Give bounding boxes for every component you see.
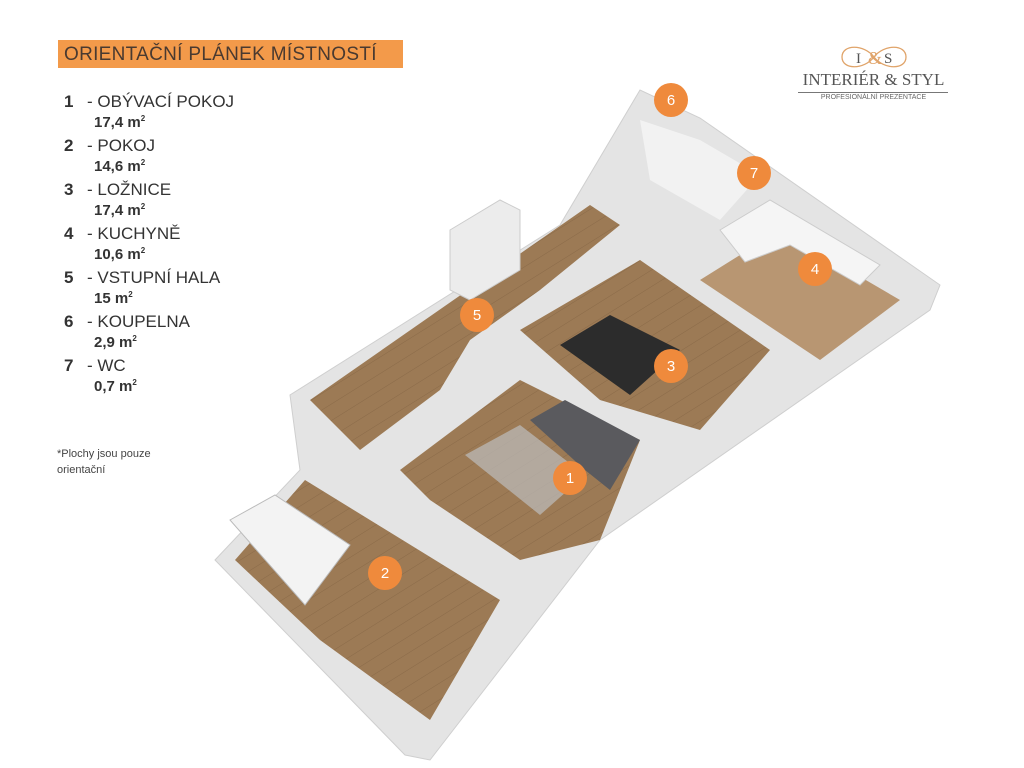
monogram-amp: & [868, 48, 882, 68]
marker-label: 7 [750, 165, 758, 182]
monogram-left: I [856, 51, 861, 67]
page-title: ORIENTAČNÍ PLÁNEK MÍSTNOSTÍ [64, 44, 377, 65]
sofa [530, 400, 640, 490]
area-value: 15 m [94, 290, 129, 307]
monogram-right: S [884, 51, 892, 67]
room-area: 0,7 m2 [94, 378, 137, 395]
area-unit-sup: 2 [132, 334, 137, 343]
room-number: 3 [64, 180, 74, 199]
area-value: 14,6 m [94, 158, 141, 175]
brand-name: INTERIÉR & STYL [802, 70, 945, 89]
marker-label: 2 [381, 565, 389, 582]
area-value: 17,4 m [94, 114, 141, 131]
area-unit-sup: 2 [140, 114, 146, 123]
room-markers: 1 2 3 4 5 6 7 [368, 83, 832, 590]
room-name: - WC [87, 356, 126, 375]
crib [229, 494, 351, 606]
room-area: 17,4 m2 [94, 202, 145, 219]
room-number: 7 [64, 356, 74, 375]
area-value: 17,4 m [94, 202, 141, 219]
brand-tagline: PROFESIONÁLNÍ PREZENTACE [820, 94, 927, 101]
monogram-icon: I & S [841, 46, 907, 68]
kitchen-counter [719, 199, 881, 286]
room-area: 14,6 m2 [94, 158, 145, 175]
room-marker-2[interactable]: 2 [368, 556, 402, 590]
area-value: 2,9 m [94, 334, 133, 351]
room-marker-3[interactable]: 3 [654, 349, 688, 383]
room-number: 1 [64, 92, 74, 111]
rug-living [465, 425, 585, 515]
room-area: 17,4 m2 [94, 114, 145, 131]
room-area: 15 m2 [94, 290, 133, 307]
room-name: - OBÝVACÍ POKOJ [87, 92, 235, 111]
area-unit-sup: 2 [140, 246, 146, 255]
room-marker-7[interactable]: 7 [737, 156, 771, 190]
room-name: - LOŽNICE [87, 180, 172, 199]
room-number: 2 [64, 136, 74, 155]
area-unit-sup: 2 [140, 158, 146, 167]
area-unit-sup: 2 [132, 378, 137, 387]
room-marker-4[interactable]: 4 [798, 252, 832, 286]
room-area: 10,6 m2 [94, 246, 145, 263]
area-unit-sup: 2 [140, 202, 146, 211]
room-marker-6[interactable]: 6 [654, 83, 688, 117]
room-name: - VSTUPNÍ HALA [87, 268, 221, 287]
marker-label: 5 [473, 307, 481, 324]
room-floor-hall [310, 205, 620, 450]
area-unit-sup: 2 [128, 290, 133, 299]
wardrobe [449, 199, 521, 301]
marker-label: 3 [667, 358, 675, 375]
marker-label: 4 [811, 261, 819, 278]
room-marker-1[interactable]: 1 [553, 461, 587, 495]
room-name: - KOUPELNA [87, 312, 190, 331]
marker-label: 6 [667, 92, 675, 109]
room-name: - KUCHYNĚ [87, 224, 181, 243]
room-number: 5 [64, 268, 74, 287]
title-banner: ORIENTAČNÍ PLÁNEK MÍSTNOSTÍ [58, 40, 403, 68]
room-name: - POKOJ [87, 136, 156, 155]
bed [560, 315, 680, 395]
room-marker-5[interactable]: 5 [460, 298, 494, 332]
divider [798, 92, 948, 93]
marker-label: 1 [566, 470, 574, 487]
room-number: 6 [64, 312, 74, 331]
room-number: 4 [64, 224, 74, 243]
area-value: 0,7 m [94, 378, 133, 395]
area-disclaimer: *Plochy jsou pouze orientační [57, 448, 151, 476]
room-floor-bathroom [640, 120, 760, 220]
room-area: 2,9 m2 [94, 334, 137, 351]
room-floor-kitchen [700, 230, 900, 360]
brand-logo: I & S INTERIÉR & STYL PROFESIONÁLNÍ PREZ… [796, 40, 951, 106]
area-value: 10,6 m [94, 246, 141, 263]
